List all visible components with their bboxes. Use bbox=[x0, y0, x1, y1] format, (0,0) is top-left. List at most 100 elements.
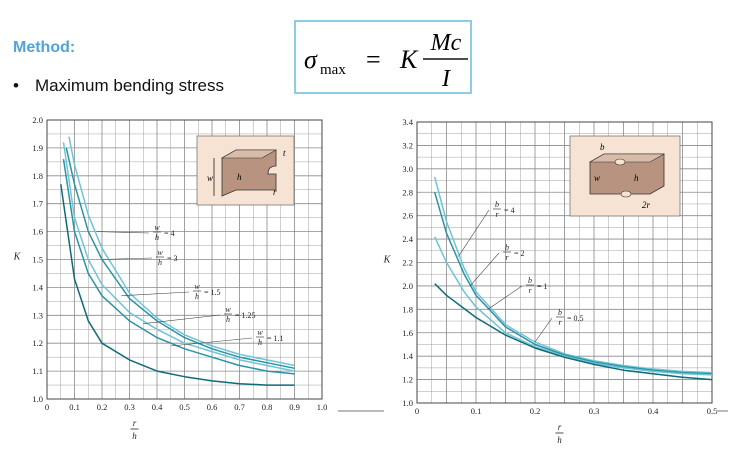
c1-y-axis-label: K bbox=[383, 255, 392, 266]
c0-y-tick-label: 1.3 bbox=[32, 310, 43, 320]
c0-series-4-leader bbox=[170, 337, 253, 347]
c0-series-3-label-num: w bbox=[225, 305, 231, 314]
right-inset-2r-label: 2r bbox=[642, 200, 651, 210]
c1-y-tick-label: 1.4 bbox=[402, 351, 413, 361]
right-inset-h-label: h bbox=[634, 173, 639, 183]
left-inset-top-face bbox=[220, 149, 278, 159]
c0-series-4-line bbox=[60, 184, 295, 386]
c1-y-tick-label: 2.2 bbox=[402, 258, 413, 268]
c1-series-1-line bbox=[433, 192, 713, 375]
right-inset-hole-top bbox=[614, 158, 626, 166]
c0-y-tick-label: 1.6 bbox=[32, 227, 43, 237]
c1-y-tick-label: 1.2 bbox=[402, 375, 413, 385]
c1-x-axis-label-den: h bbox=[557, 435, 562, 445]
c0-y-tick-label: 1.1 bbox=[32, 366, 43, 376]
c1-y-tick-label: 2.4 bbox=[402, 234, 413, 244]
c0-series-2-label-value: = 1.5 bbox=[204, 288, 221, 297]
right-inset: b w h 2r bbox=[569, 135, 681, 217]
c1-x-tick-label: 0.5 bbox=[707, 406, 718, 416]
c1-series-3-line bbox=[434, 283, 713, 381]
c0-series-2-label-num: w bbox=[194, 282, 200, 291]
c1-series-0-label-num: b bbox=[495, 200, 499, 209]
c1-x-tick-label: 0.4 bbox=[648, 406, 659, 416]
c0-y-tick-label: 1.7 bbox=[32, 199, 43, 209]
c0-x-tick-label: 0.9 bbox=[289, 402, 300, 412]
c1-frame bbox=[416, 121, 713, 404]
c0-y-tick-label: 1.0 bbox=[32, 394, 43, 404]
c1-series-2-label-num: b bbox=[528, 276, 532, 285]
c1-series-1-label-num: b bbox=[505, 243, 509, 252]
c0-series-4-label-num: w bbox=[257, 328, 263, 337]
c0-series-2-leader bbox=[121, 291, 190, 297]
c1-y-tick-label: 3.2 bbox=[402, 140, 413, 150]
c1-series-3-label-num: b bbox=[558, 308, 562, 317]
c0-series-2-label-den: h bbox=[195, 292, 199, 301]
c0-y-tick-label: 1.4 bbox=[32, 282, 43, 292]
c0-series-1-leader bbox=[101, 257, 153, 260]
right-inset-top-face bbox=[588, 153, 666, 163]
c0-series-3-label-den: h bbox=[226, 315, 230, 324]
c1-x-axis-label-num: r bbox=[558, 422, 562, 432]
c0-series-1-label-value: = 3 bbox=[167, 254, 178, 263]
c1-y-tick-label: 1.6 bbox=[402, 328, 413, 338]
c0-series-0-label-den: h bbox=[155, 233, 159, 242]
c1-series-2-leader bbox=[487, 285, 523, 310]
bullet-item: •Maximum bending stress bbox=[13, 76, 224, 96]
c1-series-0-leader bbox=[458, 209, 490, 257]
left-inset-h-label: h bbox=[237, 172, 242, 182]
c0-series-1-label-num: w bbox=[157, 248, 163, 257]
c0-x-tick-label: 1.0 bbox=[317, 402, 328, 412]
c0-series-2-line bbox=[62, 142, 295, 372]
method-heading: Method: bbox=[13, 39, 76, 56]
c1-x-tick-label: 0 bbox=[415, 406, 419, 416]
c0-series-4-label-den: h bbox=[258, 338, 262, 347]
c1-series-3-label-value: = 0.5 bbox=[567, 314, 584, 323]
left-inset-w-label: w bbox=[207, 173, 213, 183]
c0-y-tick-label: 1.2 bbox=[32, 338, 43, 348]
c1-series-1-label-den: r bbox=[505, 253, 509, 262]
formula-box: σ max = K Mc I bbox=[294, 20, 472, 94]
c0-series-3-leader bbox=[143, 314, 221, 324]
c0-series-1-label-den: h bbox=[158, 258, 162, 267]
c1-y-tick-label: 2.0 bbox=[402, 281, 413, 291]
formula-k: K bbox=[399, 45, 419, 74]
c0-x-tick-label: 0.4 bbox=[152, 402, 163, 412]
c0-series-4-label-value: = 1.1 bbox=[267, 334, 284, 343]
right-inset-b-label: b bbox=[600, 142, 605, 152]
c0-x-tick-label: 0.5 bbox=[179, 402, 190, 412]
c0-y-tick-label: 1.8 bbox=[32, 171, 43, 181]
left-inset-shape bbox=[221, 149, 277, 197]
c1-series-2-line bbox=[434, 236, 713, 376]
bullet-text: Maximum bending stress bbox=[35, 76, 224, 95]
c0-y-axis-label: K bbox=[13, 252, 22, 263]
c1-x-tick-label: 0.1 bbox=[471, 406, 482, 416]
c0-frame bbox=[46, 119, 323, 400]
c1-series-0-label-den: r bbox=[495, 210, 499, 219]
c1-y-tick-label: 2.8 bbox=[402, 187, 413, 197]
c1-series-3-leader bbox=[534, 317, 553, 343]
formula-subscript: max bbox=[320, 62, 346, 78]
c1-y-tick-label: 3.4 bbox=[402, 117, 413, 127]
c1-series-2-label-den: r bbox=[528, 286, 532, 295]
c0-series-3-line bbox=[62, 158, 295, 375]
c1-series-1-leader bbox=[469, 252, 500, 287]
c0-x-tick-label: 0.3 bbox=[124, 402, 135, 412]
c1-y-tick-label: 2.6 bbox=[402, 211, 413, 221]
c0-x-axis-label-den: h bbox=[132, 431, 137, 441]
c0-series-1-line bbox=[65, 147, 295, 370]
c1-y-tick-label: 1.8 bbox=[402, 304, 413, 314]
formula-numerator: Mc bbox=[430, 30, 462, 56]
c1-series-2-label-value: = 1 bbox=[537, 282, 548, 291]
formula-sigma: σ bbox=[304, 45, 318, 74]
c0-series-0-leader bbox=[96, 231, 150, 234]
c1-series-1-label-value: = 2 bbox=[514, 249, 525, 258]
c0-x-tick-label: 0.6 bbox=[207, 402, 218, 412]
c1-series-0-label-value: = 4 bbox=[504, 206, 515, 215]
c1-x-tick-label: 0.2 bbox=[530, 406, 541, 416]
c1-series-0-line bbox=[433, 176, 713, 374]
c0-x-tick-label: 0 bbox=[45, 402, 49, 412]
c0-series-0-label-value: = 4 bbox=[164, 229, 175, 238]
left-inset-r-label: r bbox=[273, 187, 277, 197]
c0-y-tick-label: 1.9 bbox=[32, 143, 43, 153]
